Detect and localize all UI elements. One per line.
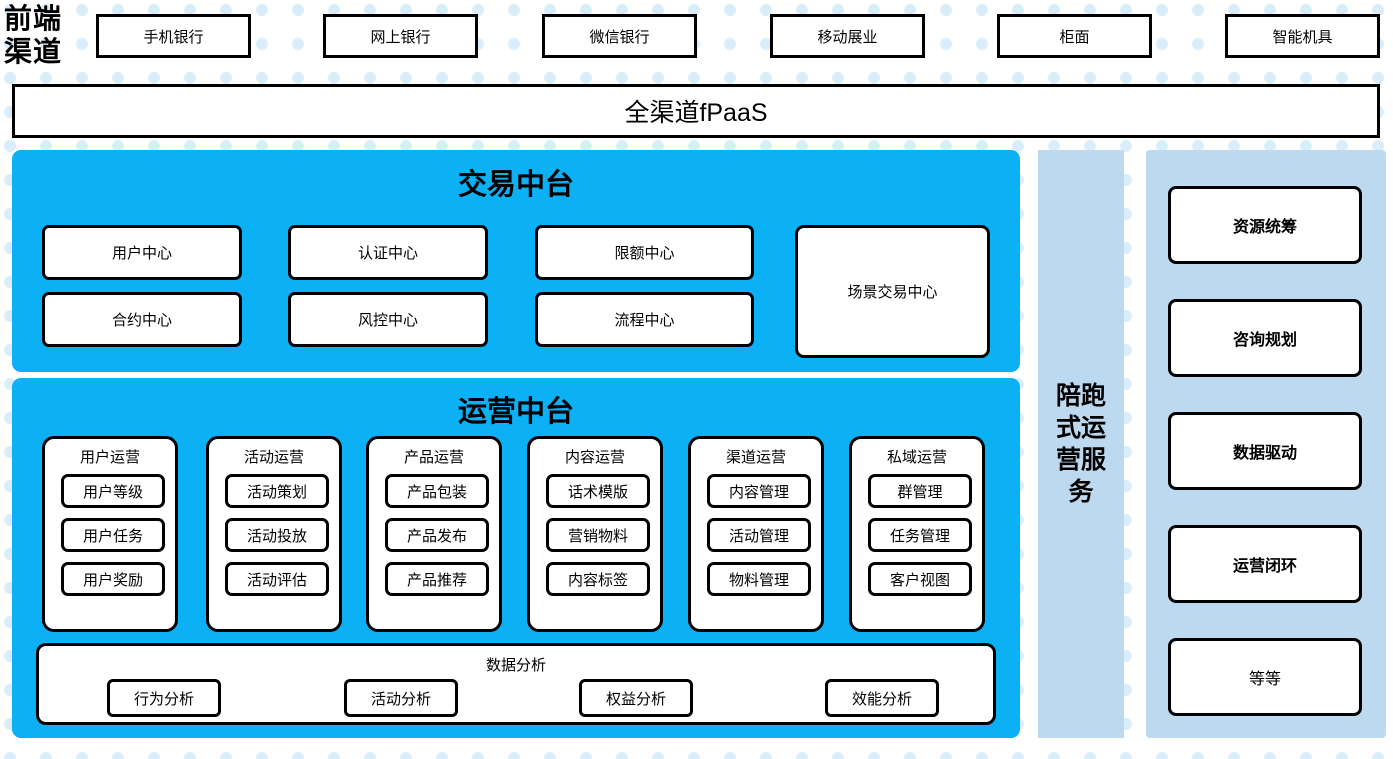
ops-column-header: 内容运营 bbox=[564, 449, 625, 466]
trade-center-title: 交易中台 bbox=[457, 169, 574, 201]
ops-item[interactable]: 活动策划 bbox=[225, 474, 329, 508]
ops-item[interactable]: 任务管理 bbox=[868, 518, 972, 552]
value-card-ops-closed-loop[interactable]: 运营闭环 bbox=[1168, 525, 1362, 603]
ops-item[interactable]: 内容管理 bbox=[707, 474, 811, 508]
ops-item[interactable]: 用户任务 bbox=[61, 518, 165, 552]
ops-column-header: 产品运营 bbox=[403, 449, 464, 466]
ops-column-user[interactable]: 用户运营 用户等级 用户任务 用户奖励 bbox=[42, 436, 178, 632]
channel-box-counter[interactable]: 柜面 bbox=[997, 14, 1152, 58]
ops-item[interactable]: 活动管理 bbox=[707, 518, 811, 552]
platform-bar-fpaas[interactable]: 全渠道fPaaS bbox=[12, 84, 1380, 138]
trade-box-limit-center[interactable]: 限额中心 bbox=[535, 225, 754, 280]
channel-row-label-text: 前端渠道 bbox=[4, 4, 63, 68]
value-card-data-driven[interactable]: 数据驱动 bbox=[1168, 412, 1362, 490]
ops-column-header: 私域运营 bbox=[886, 449, 947, 466]
channel-box-wechat-bank[interactable]: 微信银行 bbox=[542, 14, 697, 58]
ops-item[interactable]: 产品发布 bbox=[385, 518, 489, 552]
value-card-etc[interactable]: 等等 bbox=[1168, 638, 1362, 716]
ops-item[interactable]: 产品包装 bbox=[385, 474, 489, 508]
trade-box-scene-trade-center[interactable]: 场景交易中心 bbox=[795, 225, 990, 358]
ops-column-header: 渠道运营 bbox=[725, 449, 786, 466]
ops-item[interactable]: 物料管理 bbox=[707, 562, 811, 596]
data-analysis-title: 数据分析 bbox=[485, 657, 546, 674]
channel-box-online-bank[interactable]: 网上银行 bbox=[323, 14, 478, 58]
data-analysis-item-efficiency[interactable]: 效能分析 bbox=[825, 679, 939, 717]
ops-column-activity[interactable]: 活动运营 活动策划 活动投放 活动评估 bbox=[206, 436, 342, 632]
value-card-consulting-planning[interactable]: 咨询规划 bbox=[1168, 299, 1362, 377]
trade-box-risk-center[interactable]: 风控中心 bbox=[288, 292, 488, 347]
ops-item[interactable]: 内容标签 bbox=[546, 562, 650, 596]
channel-box-mobile-bank[interactable]: 手机银行 bbox=[96, 14, 251, 58]
trade-box-contract-center[interactable]: 合约中心 bbox=[42, 292, 242, 347]
ops-item[interactable]: 营销物料 bbox=[546, 518, 650, 552]
ops-center-title: 运营中台 bbox=[457, 396, 574, 428]
ops-item[interactable]: 活动评估 bbox=[225, 562, 329, 596]
ops-item[interactable]: 用户等级 bbox=[61, 474, 165, 508]
data-analysis-item-behavior[interactable]: 行为分析 bbox=[107, 679, 221, 717]
ops-item[interactable]: 活动投放 bbox=[225, 518, 329, 552]
data-analysis-card[interactable]: 数据分析 行为分析 活动分析 权益分析 效能分析 bbox=[36, 643, 996, 725]
ops-item[interactable]: 客户视图 bbox=[868, 562, 972, 596]
channel-row-label: 前端渠道 bbox=[4, 2, 88, 70]
companion-service-panel: 陪跑式运营服务 bbox=[1038, 150, 1124, 738]
ops-column-header: 用户运营 bbox=[79, 449, 140, 466]
data-analysis-item-benefit[interactable]: 权益分析 bbox=[579, 679, 693, 717]
channel-box-mobile-biz[interactable]: 移动展业 bbox=[770, 14, 925, 58]
ops-column-channel[interactable]: 渠道运营 内容管理 活动管理 物料管理 bbox=[688, 436, 824, 632]
value-card-resource-coordination[interactable]: 资源统筹 bbox=[1168, 186, 1362, 264]
value-panel: 资源统筹 咨询规划 数据驱动 运营闭环 等等 bbox=[1146, 150, 1386, 738]
channel-box-smart-machine[interactable]: 智能机具 bbox=[1225, 14, 1380, 58]
ops-item[interactable]: 话术模版 bbox=[546, 474, 650, 508]
data-analysis-item-activity[interactable]: 活动分析 bbox=[344, 679, 458, 717]
trade-box-process-center[interactable]: 流程中心 bbox=[535, 292, 754, 347]
ops-column-content[interactable]: 内容运营 话术模版 营销物料 内容标签 bbox=[527, 436, 663, 632]
ops-column-private-domain[interactable]: 私域运营 群管理 任务管理 客户视图 bbox=[849, 436, 985, 632]
ops-column-product[interactable]: 产品运营 产品包装 产品发布 产品推荐 bbox=[366, 436, 502, 632]
trade-box-user-center[interactable]: 用户中心 bbox=[42, 225, 242, 280]
trade-box-auth-center[interactable]: 认证中心 bbox=[288, 225, 488, 280]
ops-item[interactable]: 用户奖励 bbox=[61, 562, 165, 596]
ops-item[interactable]: 群管理 bbox=[868, 474, 972, 508]
ops-item[interactable]: 产品推荐 bbox=[385, 562, 489, 596]
companion-service-label: 陪跑式运营服务 bbox=[1055, 382, 1106, 506]
ops-column-header: 活动运营 bbox=[243, 449, 304, 466]
